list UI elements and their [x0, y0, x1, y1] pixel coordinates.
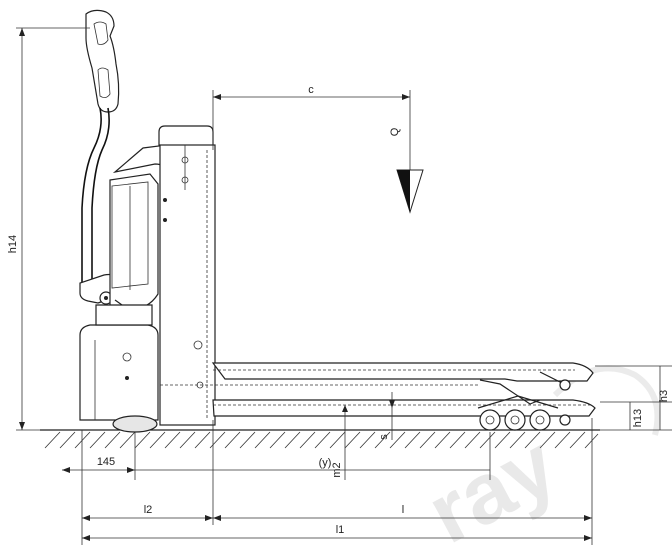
- dimensions: h14 c Q h3 h13 m2 s (y): [7, 27, 672, 545]
- drive-housing: [79, 324, 159, 421]
- tip-roller-upper: [559, 379, 571, 391]
- tiller-arm-back: [91, 107, 110, 283]
- tip-roller-lower: [559, 414, 571, 426]
- drive-wheel: [112, 415, 158, 433]
- label-h3: h3: [658, 390, 670, 402]
- tiller-grip: [93, 21, 109, 45]
- label-c: c: [308, 84, 314, 96]
- label-h14: h14: [7, 235, 19, 253]
- tiller-head: [85, 9, 120, 113]
- battery-box: [109, 173, 159, 311]
- pallet-truck: [79, 9, 596, 433]
- label-y: (y): [319, 457, 332, 469]
- label-145: 145: [97, 456, 115, 468]
- label-l1: l1: [336, 524, 345, 536]
- label-s: s: [378, 434, 390, 440]
- label-l2: l2: [144, 504, 153, 516]
- tiller-arm-front: [81, 107, 102, 283]
- label-h13: h13: [632, 409, 644, 427]
- roller-linkage: [479, 379, 541, 405]
- load-roller-2: [504, 409, 526, 431]
- fork-upper: [211, 362, 594, 382]
- tiller-switch: [97, 67, 111, 98]
- label-Q: Q: [389, 127, 401, 136]
- load-roller-1: [479, 409, 501, 431]
- mast-frame: [159, 144, 216, 426]
- fork-lower: [212, 399, 596, 417]
- watermark-text: ray: [413, 417, 572, 545]
- load-roller-3: [529, 409, 551, 431]
- label-l: l: [402, 504, 404, 516]
